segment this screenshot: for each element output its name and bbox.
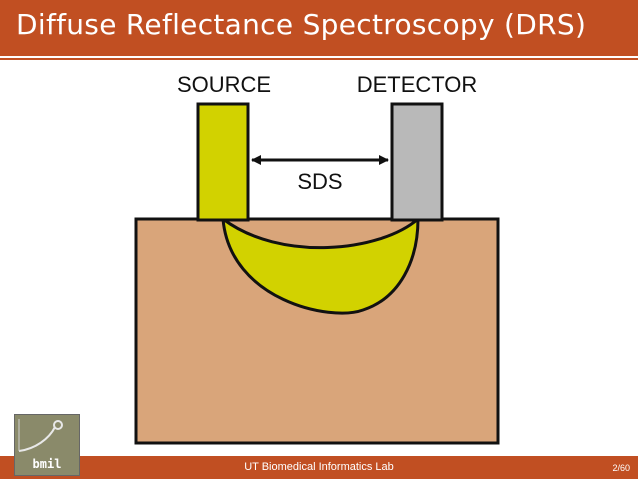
title-bar: Diffuse Reflectance Spectroscopy (DRS) [0,0,638,56]
source-probe [196,102,250,222]
source-label: SOURCE [177,72,271,97]
logo-text: bmil [32,457,62,471]
photon-banana-region [221,215,420,315]
detector-label: DETECTOR [357,72,478,97]
slide-title: Diffuse Reflectance Spectroscopy (DRS) [16,8,587,41]
title-divider [0,58,638,60]
page-number: 2/60 [612,463,630,473]
detector-probe [390,102,444,222]
sds-label: SDS [297,169,342,194]
bmil-logo: bmil [14,414,80,476]
logo-graphic [18,419,63,452]
drs-diagram: SOURCE DETECTOR SDS [134,72,500,445]
footer-bar [0,456,638,479]
footer-text: UT Biomedical Informatics Lab [244,461,394,473]
